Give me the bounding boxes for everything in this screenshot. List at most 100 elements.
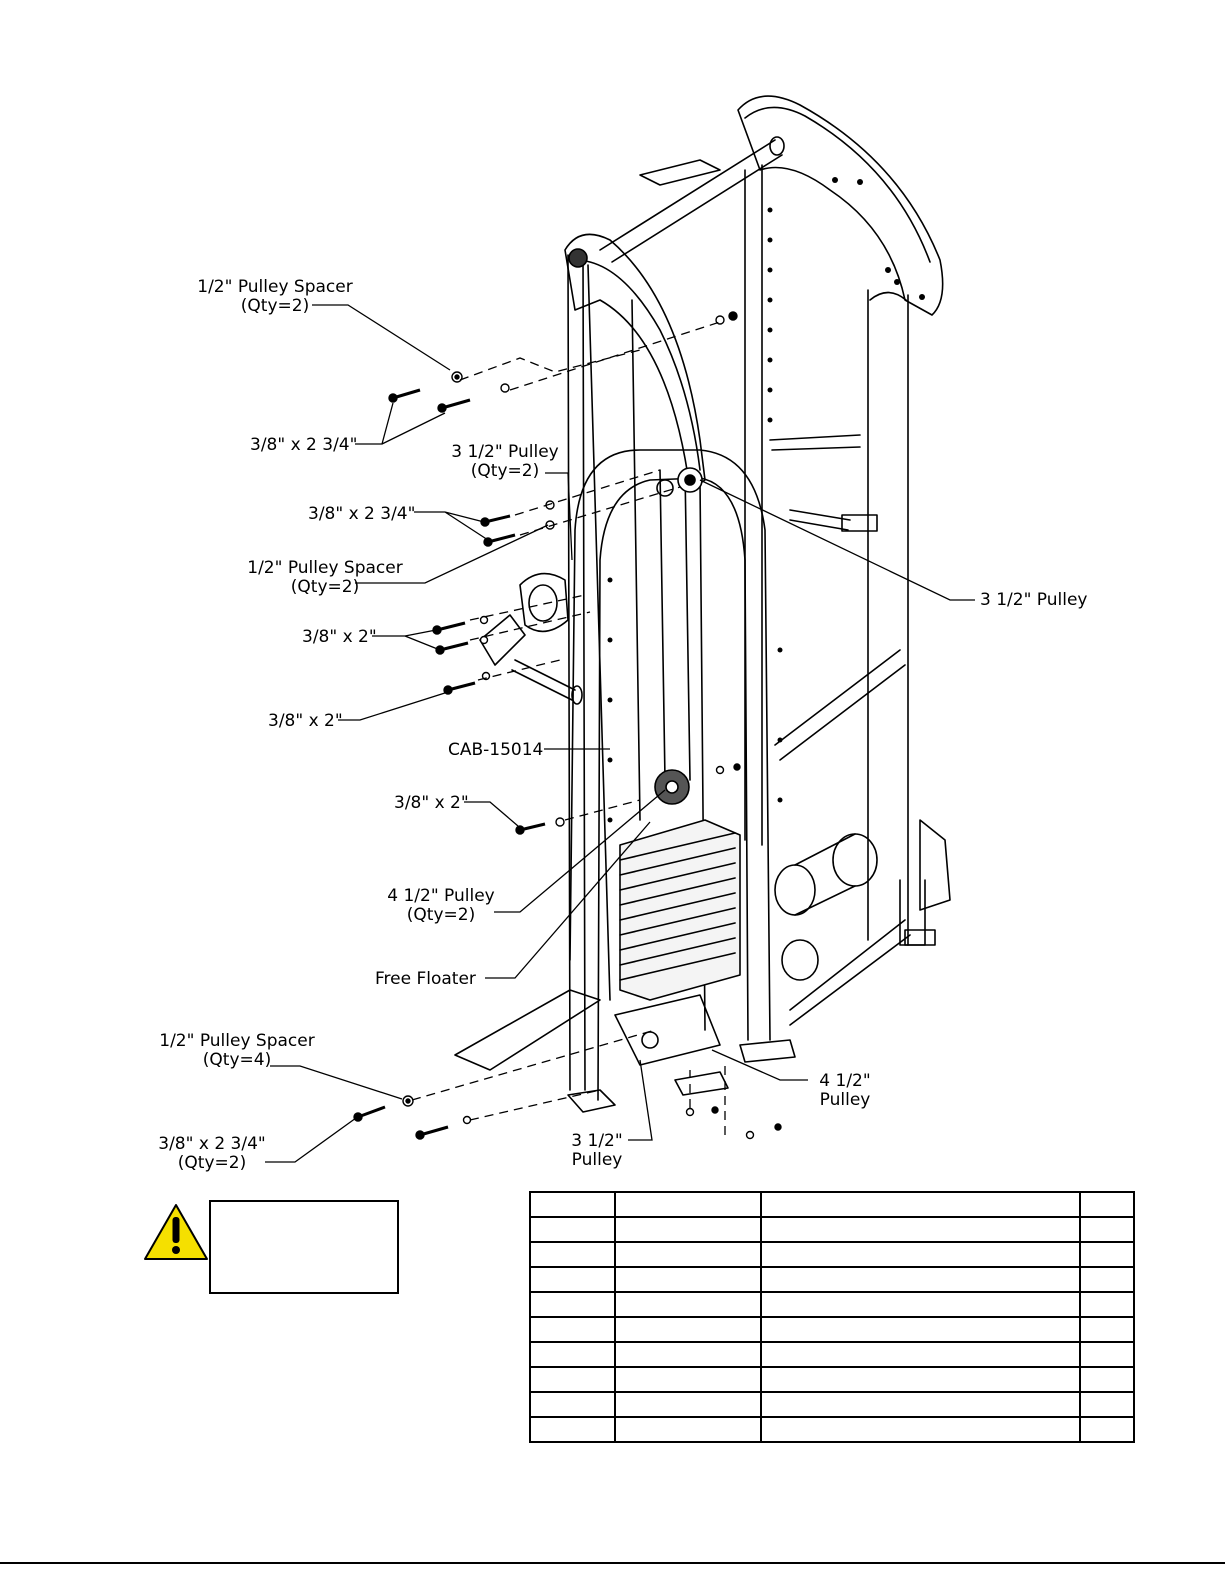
warning-triangle-icon [143, 1203, 209, 1261]
leader-pulley-right [699, 479, 975, 601]
table-cell [614, 1366, 762, 1393]
table-cell [614, 1241, 762, 1268]
front-arch [569, 449, 771, 1041]
label-spacer-bottom-qty: (Qty=4) [202, 1050, 272, 1070]
table-cell [529, 1341, 616, 1368]
label-pulley45-text: 4 1/2" Pulley [387, 886, 495, 906]
label-pulley35-bottom-l1: 3 1/2" [571, 1131, 623, 1151]
leader-spacer-top [312, 304, 451, 371]
table-cell [1079, 1366, 1135, 1393]
label-pulley35-top-text: 3 1/2" Pulley [451, 442, 559, 462]
rear-upright-left [744, 164, 763, 846]
base-plate [614, 994, 721, 1066]
table-row [529, 1266, 1135, 1293]
label-pulley45-bottom-l1: 4 1/2" [819, 1071, 871, 1091]
table-cell [760, 1216, 1081, 1243]
table-cell [1079, 1291, 1135, 1318]
table-row [529, 1191, 1135, 1218]
table-cell [529, 1366, 616, 1393]
label-pulley35-top: 3 1/2" Pulley (Qty=2) [440, 443, 570, 481]
label-spacer-bottom: 1/2" Pulley Spacer (Qty=4) [153, 1032, 321, 1070]
table-cell [760, 1241, 1081, 1268]
leader-pulley45 [494, 789, 666, 913]
table-cell [760, 1191, 1081, 1218]
table-cell [1079, 1266, 1135, 1293]
label-free-floater: Free Floater [375, 969, 476, 989]
assembly-diagram [265, 95, 975, 1163]
table-cell [1079, 1416, 1135, 1443]
table-cell [614, 1316, 762, 1343]
label-bolt-a: 3/8" x 2 3/4" [250, 435, 358, 455]
table-row [529, 1216, 1135, 1243]
table-cell [614, 1191, 762, 1218]
label-pulley35-right: 3 1/2" Pulley [980, 590, 1088, 610]
label-pulley45-bottom: 4 1/2" Pulley [810, 1072, 880, 1110]
leader-pulley45-bottom [711, 1049, 808, 1081]
label-spacer-mid-qty: (Qty=2) [290, 577, 360, 597]
table-row [529, 1291, 1135, 1318]
table-cell [614, 1216, 762, 1243]
table-cell [529, 1391, 616, 1418]
label-pulley35-bottom: 3 1/2" Pulley [562, 1132, 632, 1170]
table-cell [760, 1341, 1081, 1368]
table-cell [614, 1416, 762, 1443]
label-spacer-bottom-text: 1/2" Pulley Spacer [159, 1031, 315, 1051]
top-crossbar [599, 139, 783, 263]
label-pulley45: 4 1/2" Pulley (Qty=2) [378, 887, 504, 925]
label-bolt-c: 3/8" x 2" [302, 627, 377, 647]
table-cell [614, 1266, 762, 1293]
leader-bolt-d [338, 691, 449, 721]
table-row [529, 1391, 1135, 1418]
table-row [529, 1366, 1135, 1393]
table-cell [760, 1316, 1081, 1343]
left-handle [519, 572, 569, 633]
table-row [529, 1341, 1135, 1368]
table-cell [1079, 1241, 1135, 1268]
label-pulley35-bottom-l2: Pulley [571, 1150, 623, 1170]
rear-upright-right [867, 289, 909, 946]
table-row [529, 1241, 1135, 1268]
table-cell [529, 1416, 616, 1443]
label-spacer-top: 1/2" Pulley Spacer (Qty=2) [190, 278, 360, 316]
leader-floater [485, 821, 651, 979]
table-cell [529, 1291, 616, 1318]
leader-pulley-top [545, 472, 573, 561]
weight-stack [619, 819, 741, 1001]
label-spacer-mid: 1/2" Pulley Spacer (Qty=2) [242, 559, 408, 597]
table-cell [529, 1216, 616, 1243]
leader-spacer-bottom [270, 1065, 403, 1100]
label-bolt-e: 3/8" x 2" [394, 793, 469, 813]
leader-bolt-e [464, 801, 519, 827]
label-bolt-d: 3/8" x 2" [268, 711, 343, 731]
label-bolt-f: 3/8" x 2 3/4" (Qty=2) [150, 1135, 274, 1173]
table-cell [529, 1191, 616, 1218]
pulley-arm [564, 233, 706, 491]
table-cell [760, 1391, 1081, 1418]
label-spacer-mid-text: 1/2" Pulley Spacer [247, 558, 403, 578]
leader-spacer-mid [355, 524, 549, 584]
leader-bolt-f [265, 1117, 357, 1163]
leader-bolt-a [355, 402, 446, 445]
table-cell [529, 1316, 616, 1343]
leader-bolt-b [414, 511, 489, 541]
label-bolt-b: 3/8" x 2 3/4" [308, 504, 416, 524]
table-cell [614, 1291, 762, 1318]
label-pulley45-bottom-l2: Pulley [819, 1090, 871, 1110]
label-spacer-top-text: 1/2" Pulley Spacer [197, 277, 353, 297]
leader-pulley35-bottom [628, 1059, 653, 1141]
label-pulley35-top-qty: (Qty=2) [470, 461, 540, 481]
table-cell [760, 1266, 1081, 1293]
label-spacer-top-qty: (Qty=2) [240, 296, 310, 316]
table-cell [760, 1416, 1081, 1443]
table-cell [529, 1241, 616, 1268]
table-cell [1079, 1341, 1135, 1368]
label-cable: CAB-15014 [448, 740, 544, 760]
front-left-upright [567, 254, 586, 1091]
table-cell [760, 1366, 1081, 1393]
parts-table [529, 1191, 1135, 1443]
base-left-foot [454, 989, 601, 1071]
table-cell [1079, 1391, 1135, 1418]
table-cell [760, 1291, 1081, 1318]
table-cell [529, 1266, 616, 1293]
table-cell [614, 1341, 762, 1368]
